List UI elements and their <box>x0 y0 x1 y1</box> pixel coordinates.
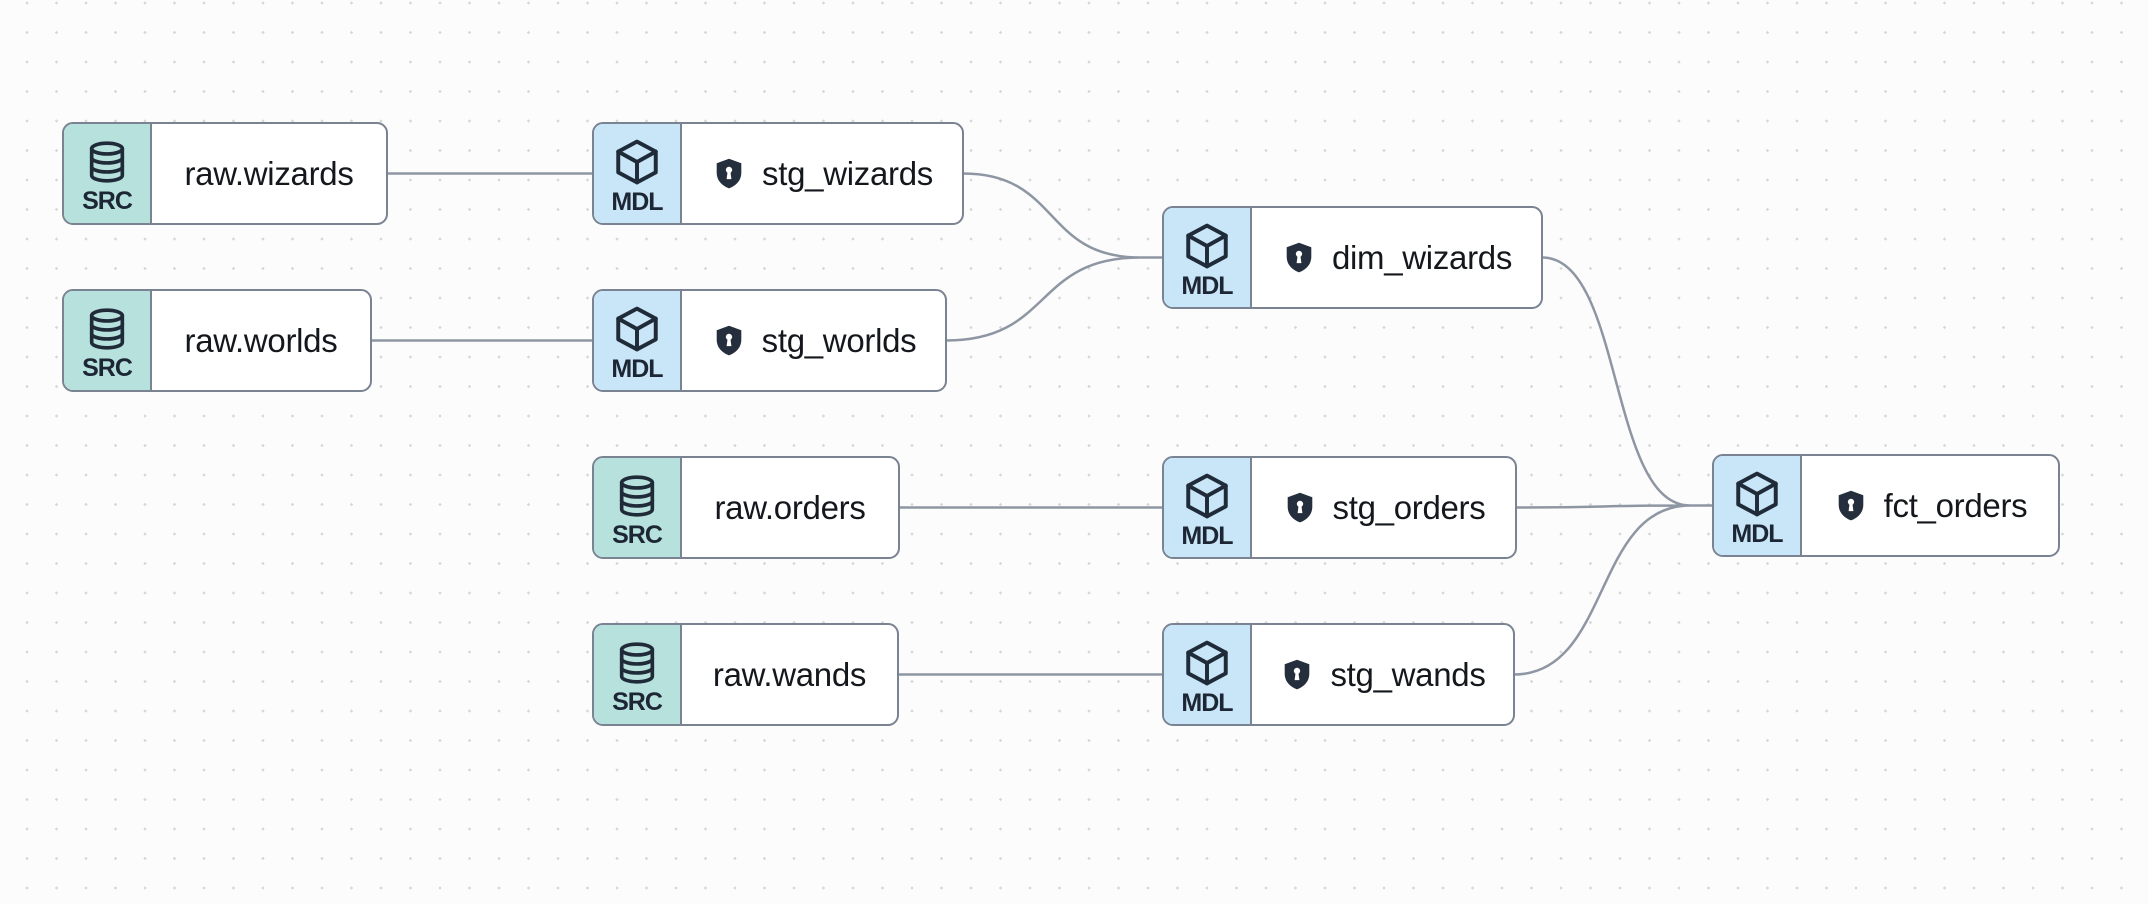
node-type-badge: SRC <box>612 687 663 716</box>
node-label-box: raw.worlds <box>152 291 370 390</box>
node-type-panel: SRC <box>594 625 682 724</box>
node-label: stg_wands <box>1330 655 1486 693</box>
node-type-badge: MDL <box>611 187 663 216</box>
node-label-box: raw.wands <box>682 625 897 724</box>
node-type-panel: MDL <box>594 124 682 223</box>
shield-lock-icon <box>711 323 747 359</box>
node-type-panel: MDL <box>1164 208 1252 307</box>
node-type-badge: MDL <box>1731 519 1783 548</box>
node-label: raw.wands <box>712 655 867 693</box>
node-label: stg_orders <box>1332 488 1486 526</box>
node-label-box: fct_orders <box>1802 456 2058 555</box>
shield-lock-icon <box>1282 490 1318 526</box>
graph-node-stg-wands[interactable]: MDL stg_wands <box>1162 623 1515 726</box>
node-label: dim_wizards <box>1331 238 1513 276</box>
node-type-panel: MDL <box>1164 458 1252 557</box>
node-type-panel: MDL <box>594 291 682 390</box>
node-label: stg_wizards <box>762 154 933 192</box>
cube-icon <box>1732 469 1782 519</box>
cube-icon <box>612 304 662 354</box>
node-type-panel: MDL <box>1164 625 1252 724</box>
node-label-box: stg_orders <box>1252 458 1515 557</box>
node-type-panel: SRC <box>594 458 682 557</box>
database-icon <box>84 138 130 186</box>
node-type-panel: SRC <box>64 291 152 390</box>
node-label-box: stg_worlds <box>682 291 945 390</box>
graph-node-fct-orders[interactable]: MDL fct_orders <box>1712 454 2060 557</box>
graph-node-raw-worlds[interactable]: SRC raw.worlds <box>62 289 372 392</box>
node-type-panel: MDL <box>1714 456 1802 555</box>
database-icon <box>614 639 660 687</box>
graph-node-stg-wizards[interactable]: MDL stg_wizards <box>592 122 964 225</box>
node-type-badge: MDL <box>1181 271 1233 300</box>
node-label: raw.orders <box>714 488 866 526</box>
node-type-badge: MDL <box>1181 688 1233 717</box>
node-label: fct_orders <box>1883 486 2028 524</box>
node-type-badge: SRC <box>612 520 663 549</box>
node-label-box: stg_wands <box>1252 625 1513 724</box>
node-type-badge: SRC <box>82 353 133 382</box>
shield-lock-icon <box>1833 488 1869 524</box>
cube-icon <box>1182 221 1232 271</box>
shield-lock-icon <box>711 156 747 192</box>
node-label: stg_worlds <box>761 321 917 359</box>
database-icon <box>84 305 130 353</box>
graph-node-raw-wands[interactable]: SRC raw.wands <box>592 623 899 726</box>
node-label-box: raw.wizards <box>152 124 386 223</box>
node-label-box: dim_wizards <box>1252 208 1541 307</box>
node-label: raw.wizards <box>184 154 354 192</box>
cube-icon <box>612 137 662 187</box>
graph-node-raw-wizards[interactable]: SRC raw.wizards <box>62 122 388 225</box>
node-type-badge: SRC <box>82 186 133 215</box>
node-type-panel: SRC <box>64 124 152 223</box>
shield-lock-icon <box>1279 657 1315 693</box>
graph-node-raw-orders[interactable]: SRC raw.orders <box>592 456 900 559</box>
node-label-box: stg_wizards <box>682 124 962 223</box>
graph-node-dim-wizards[interactable]: MDL dim_wizards <box>1162 206 1543 309</box>
node-label-box: raw.orders <box>682 458 898 557</box>
node-type-badge: MDL <box>1181 521 1233 550</box>
node-type-badge: MDL <box>611 354 663 383</box>
graph-node-stg-worlds[interactable]: MDL stg_worlds <box>592 289 947 392</box>
graph-node-stg-orders[interactable]: MDL stg_orders <box>1162 456 1517 559</box>
database-icon <box>614 472 660 520</box>
cube-icon <box>1182 638 1232 688</box>
node-label: raw.worlds <box>184 321 338 359</box>
shield-lock-icon <box>1281 240 1317 276</box>
cube-icon <box>1182 471 1232 521</box>
